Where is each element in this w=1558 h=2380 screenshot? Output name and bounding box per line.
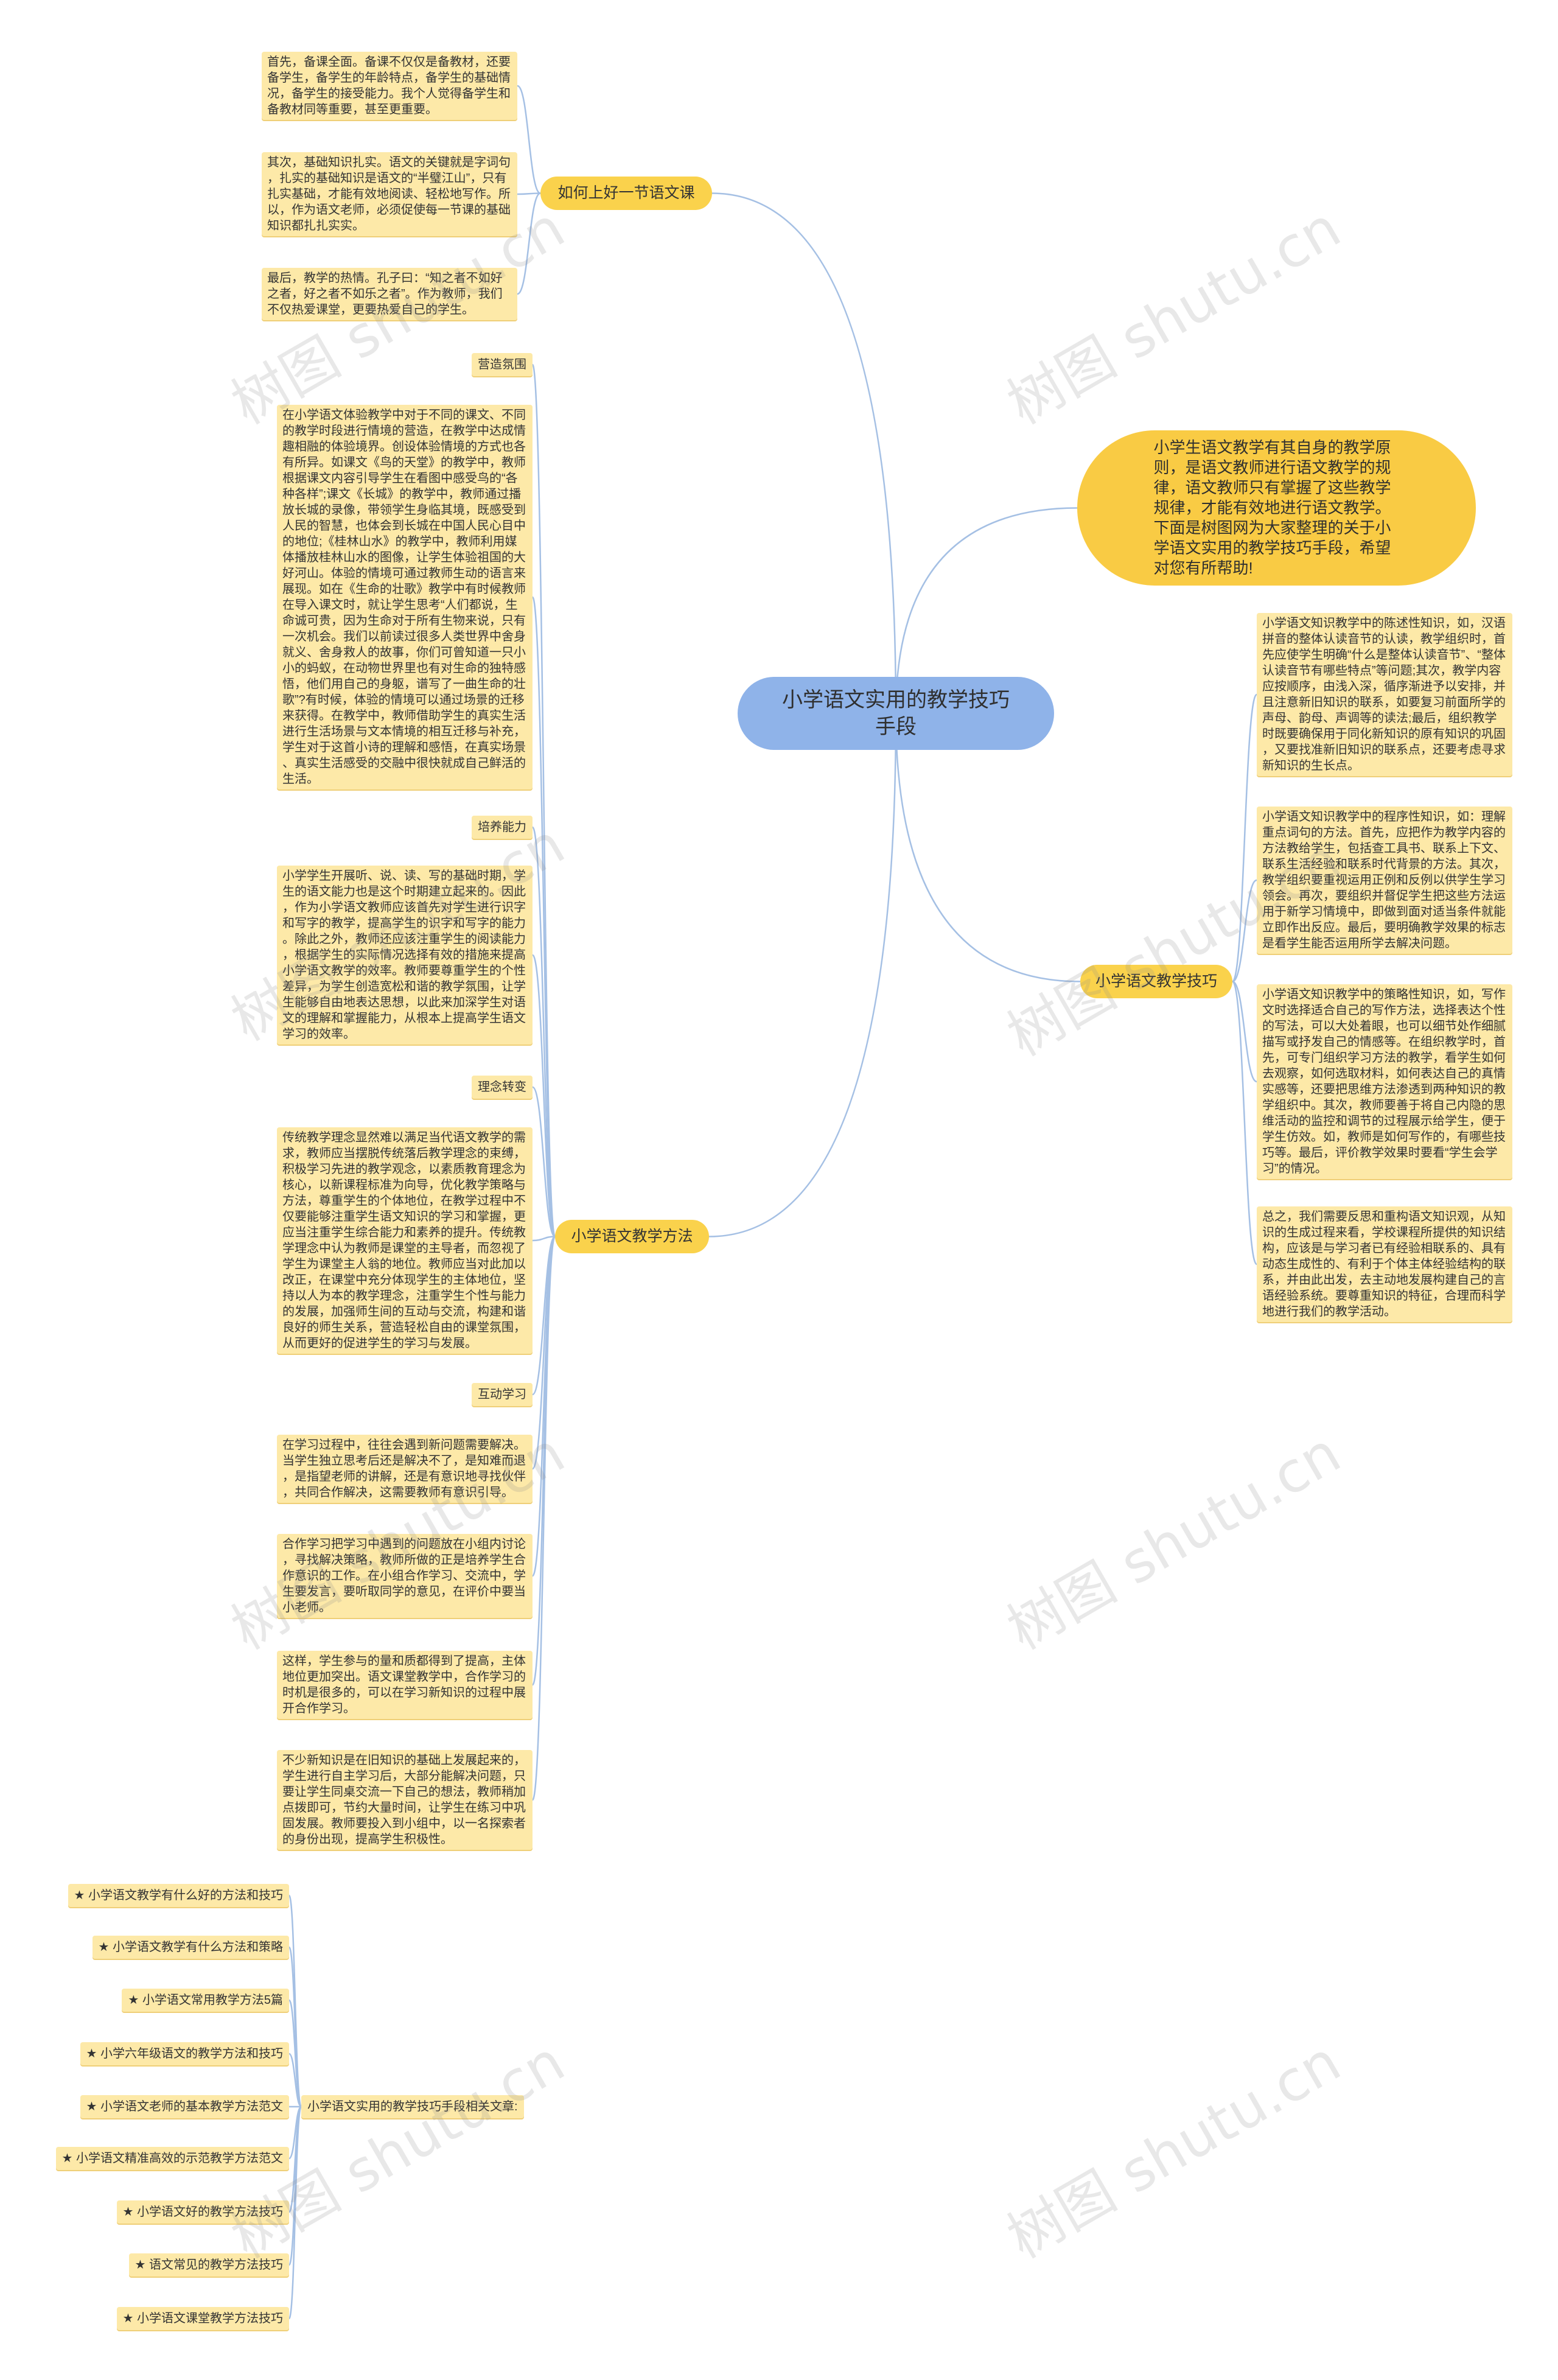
central-topic-label: 小学语文实用的教学技巧手段 bbox=[782, 688, 1010, 738]
related-article-link[interactable]: ★ 小学六年级语文的教学方法和技巧 bbox=[80, 2042, 289, 2065]
method-note: 这样，学生参与的量和质都得到了提高，主体地位更加突出。语文课堂教学中，合作学习的… bbox=[277, 1651, 533, 1719]
connector-line bbox=[1231, 879, 1258, 982]
skill-note: 小学语文知识教学中的程序性知识，如：理解重点词句的方法。首先，应把作为教学内容的… bbox=[1257, 807, 1512, 954]
connector-line bbox=[288, 2053, 302, 2108]
connector-line bbox=[516, 192, 542, 195]
intro-text: 小学生语文教学有其自身的教学原则，是语文教师进行语文教学的规律，语文教师只有掌握… bbox=[1153, 438, 1391, 577]
related-article-link[interactable]: ★ 小学语文好的教学方法技巧 bbox=[116, 2200, 289, 2224]
method-heading: 培养能力 bbox=[472, 816, 533, 839]
related-article-link[interactable]: ★ 小学语文教学有什么好的方法和技巧 bbox=[68, 1884, 289, 1907]
connector-line bbox=[516, 85, 542, 194]
connector-line bbox=[531, 954, 556, 1237]
related-article-link[interactable]: ★ 小学语文老师的基本教学方法范文 bbox=[80, 2095, 289, 2118]
topic-how-to-teach-lesson: 如何上好一节语文课 bbox=[540, 177, 712, 210]
method-note: 在学习过程中，往往会遇到新问题需要解决。当学生独立思考后还是解决不了，是知难而退… bbox=[277, 1435, 533, 1503]
connector-line bbox=[708, 712, 897, 1237]
connector-line bbox=[288, 2105, 302, 2320]
lesson-note: 其次，基础知识扎实。语文的关键就是字词句，扎实的基础知识是语文的“半璧江山”，只… bbox=[262, 152, 517, 236]
lesson-note: 最后，教学的热情。孔子曰：“知之者不如好之者，好之者不如乐之者”。作为教师，我们… bbox=[262, 268, 517, 320]
related-article-link[interactable]: ★ 小学语文精准高效的示范教学方法范文 bbox=[55, 2147, 289, 2170]
connector-line bbox=[516, 192, 542, 295]
connector-line bbox=[1231, 981, 1258, 1083]
related-articles-heading: 小学语文实用的教学技巧手段相关文章: bbox=[301, 2095, 524, 2118]
connector-line bbox=[531, 1086, 556, 1237]
topic-teaching-skills: 小学语文教学技巧 bbox=[1080, 965, 1232, 998]
lesson-note: 首先，备课全面。备课不仅仅是备教材，还要备学生，备学生的年龄特点，备学生的基础情… bbox=[262, 52, 517, 120]
connector-line bbox=[531, 1236, 556, 1242]
method-heading: 理念转变 bbox=[472, 1076, 533, 1099]
method-note: 小学学生开展听、说、读、写的基础时期，学生的语文能力也是这个时期建立起来的。因此… bbox=[277, 866, 533, 1045]
connector-line bbox=[895, 712, 1081, 982]
related-article-link[interactable]: ★ 小学语文课堂教学方法技巧 bbox=[116, 2307, 289, 2330]
connector-line bbox=[1231, 693, 1258, 982]
skill-note: 小学语文知识教学中的陈述性知识，如，汉语拼音的整体认读音节的认读，教学组织时，首… bbox=[1257, 613, 1512, 776]
method-heading: 互动学习 bbox=[472, 1383, 533, 1406]
related-article-link[interactable]: ★ 小学语文常用教学方法5篇 bbox=[122, 1989, 289, 2012]
method-note: 不少新知识是在旧知识的基础上发展起来的，学生进行自主学习后，大部分能解决问题，只… bbox=[277, 1750, 533, 1850]
related-article-link[interactable]: ★ 小学语文教学有什么方法和策略 bbox=[92, 1936, 289, 1959]
connector-line bbox=[531, 596, 556, 1237]
connector-line bbox=[531, 826, 556, 1237]
method-note: 在小学语文体验教学中对于不同的课文、不同的教学时段进行情境的营造，在教学中达成情… bbox=[277, 405, 533, 789]
skill-note: 总之，我们需要反思和重构语文知识观，从知识的生成过程来看，学校课程所提供的知识结… bbox=[1257, 1206, 1512, 1322]
connector-line bbox=[711, 192, 897, 715]
intro-summary: 小学生语文教学有其自身的教学原则，是语文教师进行语文教学的规律，语文教师只有掌握… bbox=[1077, 430, 1476, 586]
connector-line bbox=[1231, 981, 1258, 1265]
method-heading: 营造氛围 bbox=[472, 353, 533, 376]
topic-teaching-methods: 小学语文教学方法 bbox=[555, 1220, 709, 1253]
method-note: 合作学习把学习中遇到的问题放在小组内讨论，寻找解决策略，教师所做的正是培养学生合… bbox=[277, 1534, 533, 1618]
skill-note: 小学语文知识教学中的策略性知识，如，写作文时选择适合自己的写作方法，选择表达个性… bbox=[1257, 984, 1512, 1179]
connector-line bbox=[531, 1236, 556, 1801]
method-note: 传统教学理念显然难以满足当代语文教学的需求，教师应当摆脱传统落后教学理念的束缚，… bbox=[277, 1127, 533, 1354]
central-topic: 小学语文实用的教学技巧手段 bbox=[738, 677, 1054, 750]
related-article-link[interactable]: ★ 语文常见的教学方法技巧 bbox=[128, 2253, 289, 2277]
connector-line bbox=[895, 507, 1078, 715]
